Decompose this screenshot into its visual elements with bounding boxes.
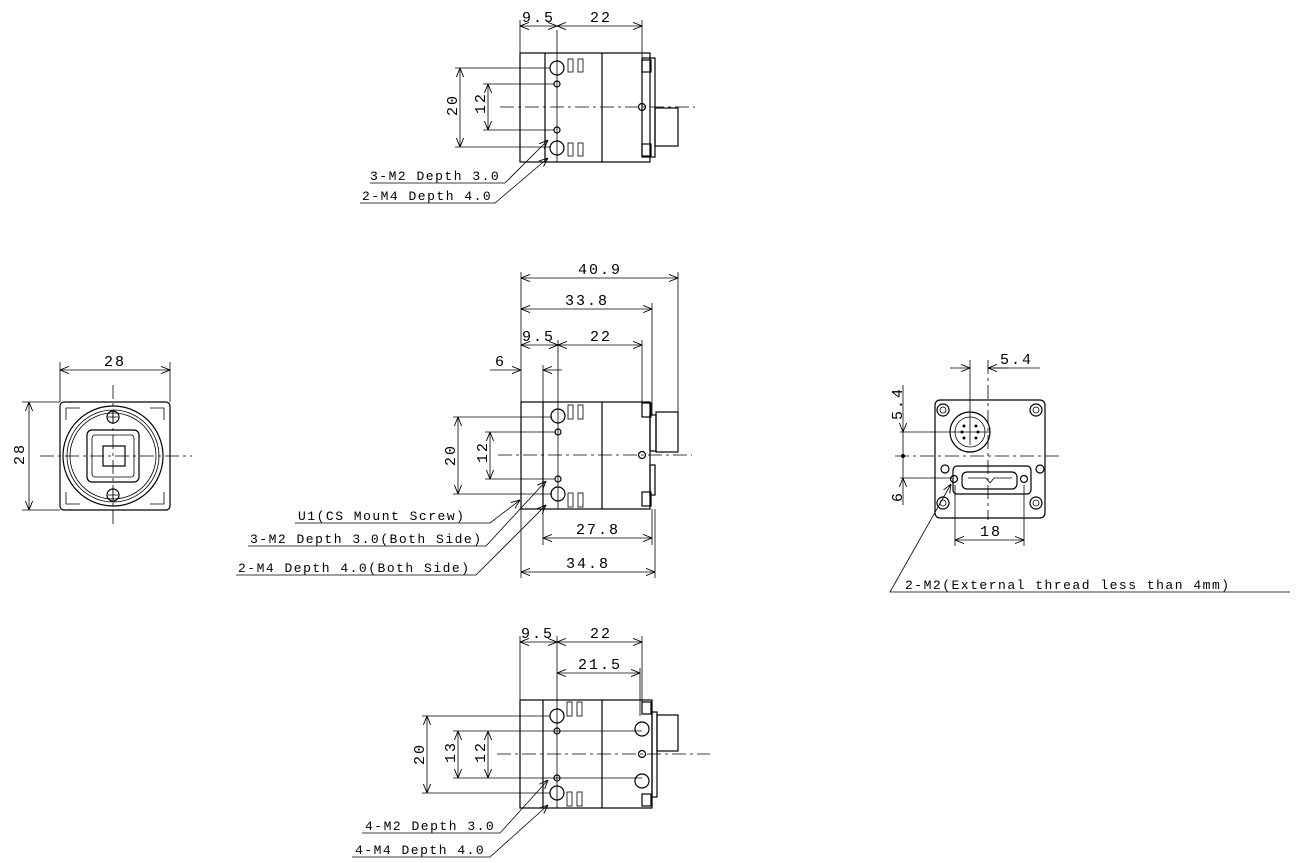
dim-20: 20	[445, 94, 462, 116]
usb-port-icon	[961, 471, 1018, 490]
note-m2: 3-M2 Depth 3.0(Both Side)	[250, 532, 483, 547]
bottom-view: 9.5 22 21.5 20 13 12 4-M2 Depth 3.0 4-M4…	[352, 626, 710, 858]
dim-9-5: 9.5	[521, 626, 554, 643]
dim-27-8: 27.8	[576, 522, 620, 539]
dim-22: 22	[590, 626, 612, 643]
dim-12: 12	[475, 441, 492, 463]
dim-22: 22	[590, 10, 612, 27]
note-u1-cs-mount: U1(CS Mount Screw)	[298, 509, 465, 524]
dim-12: 12	[473, 741, 490, 763]
dim-21-5: 21.5	[578, 657, 622, 674]
front-view: 28 28	[12, 354, 192, 528]
dim-22: 22	[590, 329, 612, 346]
dim-width-28: 28	[104, 354, 126, 371]
dim-9-5: 9.5	[522, 329, 555, 346]
dim-9-5: 9.5	[522, 10, 555, 27]
note-m4: 4-M4 Depth 4.0	[355, 843, 485, 858]
rear-view: 5.4 5.4 6 18 2-M2(External thread less t…	[889, 352, 1290, 593]
note-m2-external-thread: 2-M2(External thread less than 4mm)	[905, 578, 1231, 593]
dim-33-8: 33.8	[565, 293, 609, 310]
dim-40-9: 40.9	[578, 262, 622, 279]
dim-5-4-vertical: 5.4	[890, 387, 907, 420]
dim-20: 20	[412, 743, 429, 765]
dim-height-28: 28	[12, 443, 29, 465]
note-m4: 2-M4 Depth 4.0	[362, 189, 492, 204]
dim-5-4-horizontal: 5.4	[1000, 352, 1033, 369]
dim-18: 18	[980, 524, 1002, 541]
note-m2: 3-M2 Depth 3.0	[370, 169, 500, 184]
top-view: 9.5 22 20 12 3-M2 Depth 3.0 2-M4 Depth 4…	[360, 10, 695, 204]
dim-6: 6	[495, 354, 506, 371]
note-m4: 2-M4 Depth 4.0(Both Side)	[238, 561, 471, 576]
dim-6: 6	[890, 491, 907, 502]
dim-20: 20	[443, 444, 460, 466]
side-view: 40.9 33.8 9.5 22 6 20 12 27.8 34.8 U1(CS…	[236, 262, 692, 578]
dim-13: 13	[443, 741, 460, 763]
note-m2: 4-M2 Depth 3.0	[365, 819, 495, 834]
dim-12: 12	[473, 92, 490, 114]
dim-34-8: 34.8	[566, 556, 610, 573]
